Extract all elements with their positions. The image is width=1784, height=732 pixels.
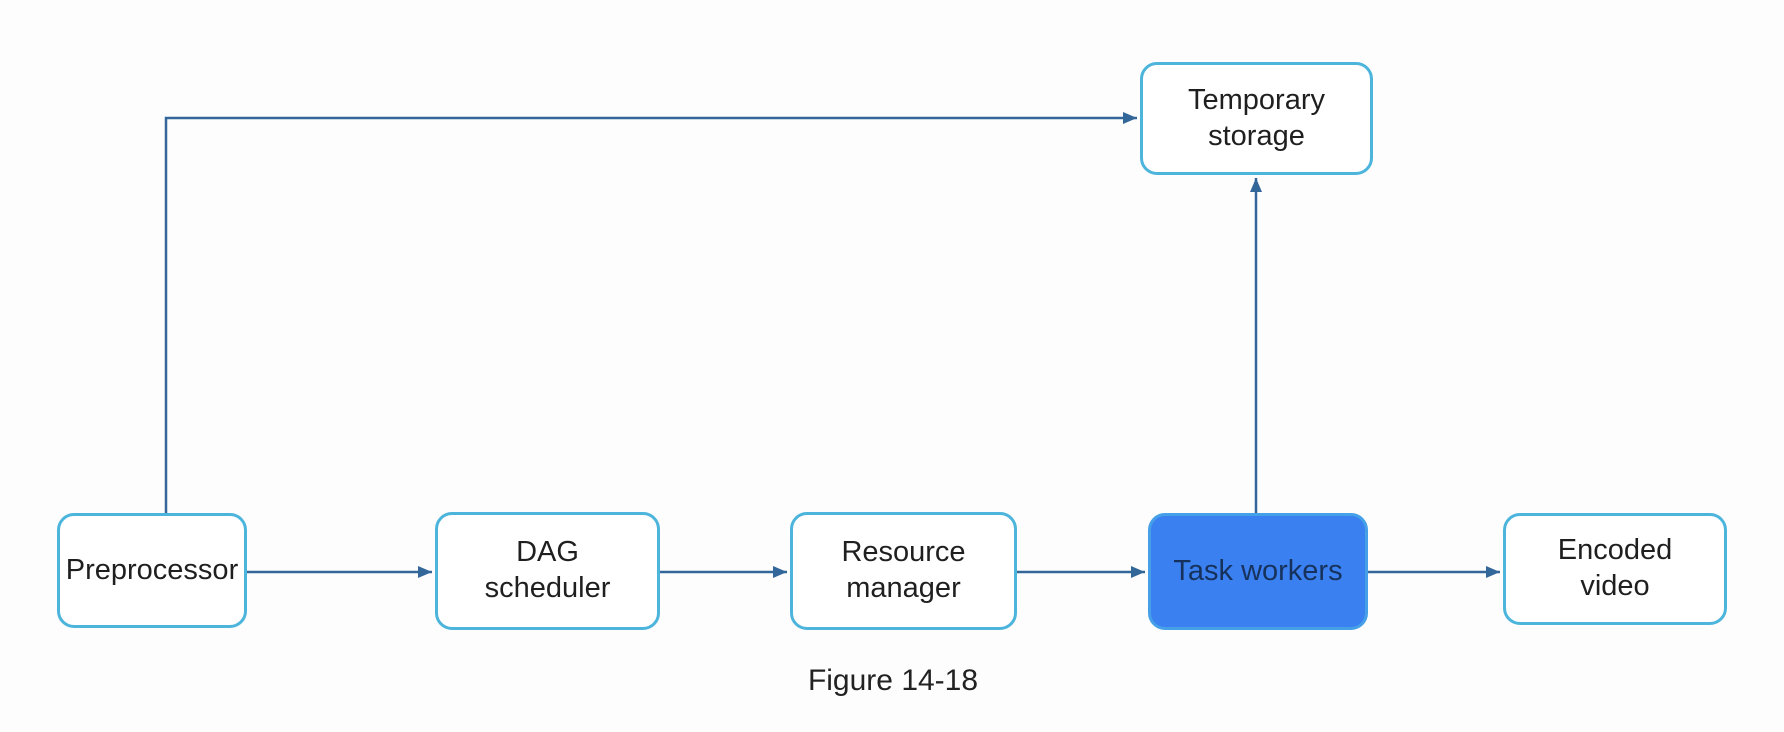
node-encoded-video: Encoded video [1503,513,1727,625]
figure-caption: Figure 14-18 [807,664,979,697]
node-task-workers: Task workers [1148,513,1368,630]
node-dag-scheduler: DAG scheduler [435,512,660,630]
edge-preprocessor-to-temporary-storage [164,112,1137,513]
node-temporary-storage: Temporary storage [1140,62,1373,175]
node-resource-manager: Resource manager [790,512,1017,630]
node-preprocessor-label: Preprocessor [65,553,239,586]
node-encoded-video-label: Encoded video [1557,534,1673,602]
node-task-workers-label: Task workers [1173,554,1343,587]
node-temporary-storage-label: Temporary storage [1188,83,1325,152]
node-preprocessor: Preprocessor [57,513,247,628]
node-dag-scheduler-label: DAG scheduler [484,536,611,604]
node-resource-manager-label: Resource manager [841,536,966,604]
